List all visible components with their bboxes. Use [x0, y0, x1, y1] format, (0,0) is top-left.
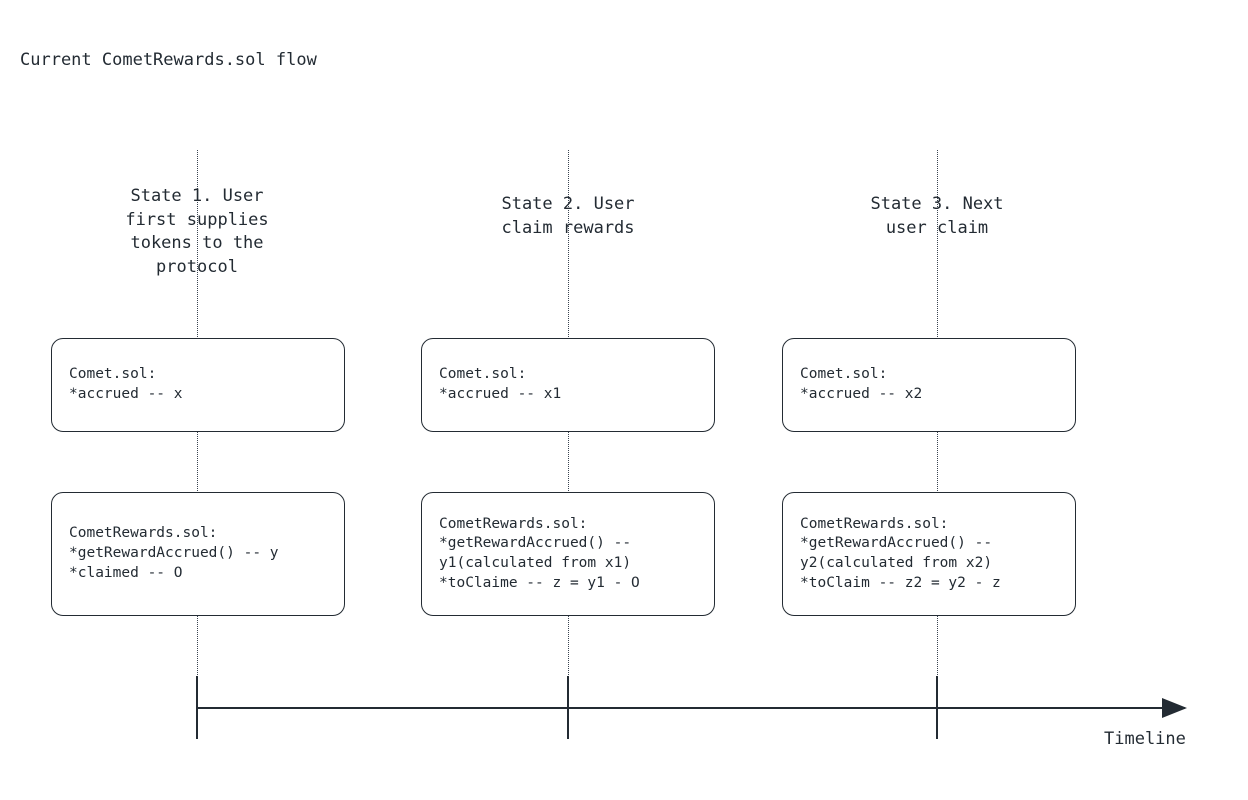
box-state-2-comet-rewards-sol[interactable]: CometRewards.sol: *getRewardAccrued() --…: [421, 492, 715, 616]
box-text: CometRewards.sol: *getRewardAccrued() --…: [69, 525, 279, 581]
box-text: Comet.sol: *accrued -- x1: [439, 366, 562, 402]
box-text: CometRewards.sol: *getRewardAccrued() --…: [800, 515, 1001, 591]
timeline-arrow-icon: [1162, 698, 1187, 718]
page-title: Current CometRewards.sol flow: [20, 50, 317, 70]
timeline-label: Timeline: [1104, 729, 1186, 749]
timeline-tick-3: [936, 676, 939, 739]
box-text: Comet.sol: *accrued -- x: [69, 366, 183, 402]
box-text: CometRewards.sol: *getRewardAccrued() --…: [439, 515, 640, 591]
timeline-tick-1: [196, 676, 199, 739]
state-caption-3: State 3. Next user claim: [870, 194, 1004, 238]
box-text: Comet.sol: *accrued -- x2: [800, 366, 923, 402]
state-caption-2: State 2. User claim rewards: [501, 194, 635, 238]
box-state-1-comet-sol[interactable]: Comet.sol: *accrued -- x: [51, 338, 345, 432]
box-state-3-comet-sol[interactable]: Comet.sol: *accrued -- x2: [782, 338, 1076, 432]
timeline-axis: [197, 707, 1185, 710]
box-state-1-comet-rewards-sol[interactable]: CometRewards.sol: *getRewardAccrued() --…: [51, 492, 345, 616]
box-state-3-comet-rewards-sol[interactable]: CometRewards.sol: *getRewardAccrued() --…: [782, 492, 1076, 616]
state-caption-1: State 1. User first supplies tokens to t…: [125, 186, 269, 277]
timeline-tick-2: [567, 676, 570, 739]
box-state-2-comet-sol[interactable]: Comet.sol: *accrued -- x1: [421, 338, 715, 432]
